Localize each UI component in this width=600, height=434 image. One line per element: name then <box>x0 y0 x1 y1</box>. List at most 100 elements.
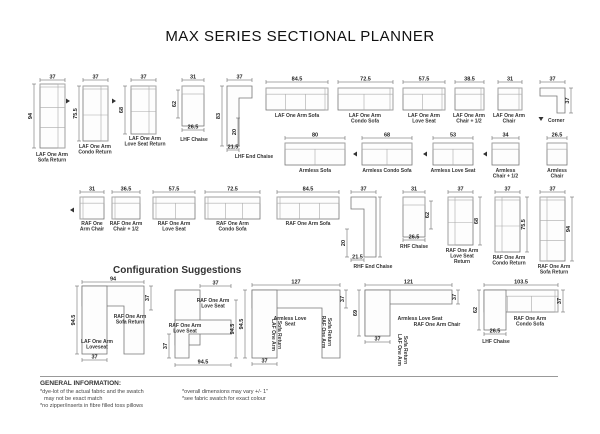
piece-label: RHF End Chaise <box>354 264 393 270</box>
laf-one-arm-love-seat-return-arm <box>130 85 157 90</box>
dim-height: 94.5 <box>239 319 245 330</box>
raf-one-arm-sofa <box>276 196 340 220</box>
dim-height: 94.5 <box>230 324 236 335</box>
dim-width: 26.5 <box>490 329 501 335</box>
laf-one-arm-love-seat-return <box>130 85 157 135</box>
piece-label: LHF End Chaise <box>235 154 274 160</box>
piece-label: Condo Return <box>492 261 525 267</box>
corner <box>539 87 566 114</box>
raf-one-arm-sofa-arm <box>276 196 281 220</box>
dim-height: 94.5 <box>71 315 77 326</box>
raf-one-arm-sofa-return-arm <box>539 196 566 201</box>
piece-label: RAF One Arm <box>493 255 526 261</box>
piece-label: Arm Chair <box>80 227 104 233</box>
piece-label: Love Seat <box>412 119 436 125</box>
piece-label: Condo Sofa <box>218 227 246 233</box>
lhf-chaise <box>181 85 205 127</box>
config-5-chaise <box>483 289 507 331</box>
laf-one-arm-sofa-return <box>39 83 66 149</box>
piece-label: RAF One Arm <box>216 221 249 227</box>
laf-one-arm-condo-return-arm <box>82 85 109 90</box>
dim-width: 26.5 <box>552 133 563 139</box>
config-label: Loveseat <box>86 345 108 351</box>
dim-width: 94.5 <box>198 360 209 366</box>
piece-label: Armless Sofa <box>299 168 331 174</box>
raf-one-arm-chair-arm <box>79 196 84 220</box>
dim-height: 62 <box>172 101 178 107</box>
dim-height: 83 <box>216 113 222 119</box>
dim-height: 62 <box>473 307 479 313</box>
dim-height: 68 <box>119 107 125 113</box>
piece-label: Love Seat Return <box>124 142 165 148</box>
piece-label: RAF One Arm <box>158 221 191 227</box>
dim-width: 103.5 <box>514 280 528 286</box>
piece-label: Chair + 1/2 <box>493 174 519 180</box>
dim-height: 75.5 <box>521 219 527 230</box>
raf-one-arm-condo-sofa <box>204 196 261 220</box>
dim-width: 31 <box>89 187 95 193</box>
armless-chair-half <box>491 142 520 166</box>
piece-label: RHF Chaise <box>400 244 428 250</box>
config-4-return <box>364 289 391 337</box>
dim-width: 37 <box>549 187 555 193</box>
config-label: RAF One Arm <box>514 316 547 322</box>
rhf-chaise <box>402 196 426 238</box>
dim-width: 37 <box>504 187 510 193</box>
piece-label: LAF One Arm Sofa <box>275 113 319 119</box>
laf-one-arm-sofa <box>265 87 329 111</box>
piece-label: RAF One Arm <box>446 248 479 254</box>
dim-width: 37 <box>360 187 366 193</box>
dim-depth: 26.5 <box>188 125 199 131</box>
raf-one-arm-condo-return <box>494 196 521 253</box>
piece-label: Sofa Return <box>38 158 66 164</box>
dim-height: 94 <box>28 112 34 119</box>
arrow-icon <box>353 151 357 157</box>
laf-one-arm-chair-half-arm <box>480 87 485 111</box>
dim-width: 38.5 <box>464 77 475 83</box>
piece-label: Chair + 1/2 <box>113 227 139 233</box>
raf-one-arm-sofa-return <box>539 196 566 262</box>
dim-height: 69 <box>353 310 359 316</box>
general-info-title: GENERAL INFORMATION: <box>40 380 122 387</box>
config-1-loveseat <box>81 285 108 355</box>
arrow-icon <box>538 117 544 121</box>
piece-label: Condo Return <box>78 150 111 156</box>
dim-depth: 37 <box>340 296 346 302</box>
config-label: Sofa Return <box>402 336 408 364</box>
info-right: *overall dimensions may vary +/- 1" *see… <box>182 389 268 403</box>
dim-width: 37 <box>457 187 463 193</box>
dim-width: 127 <box>291 280 300 286</box>
config-label: Condo Sofa <box>516 322 544 328</box>
dim-width: 37 <box>140 75 146 81</box>
piece-label: LAF One Arm <box>129 136 162 142</box>
piece-label: Corner <box>548 118 564 124</box>
config-label: LAF One Arm <box>81 339 114 345</box>
arrow-icon <box>70 207 74 213</box>
dim-depth: 37 <box>452 294 458 300</box>
config-5-condo-sofa-arm <box>554 289 559 313</box>
raf-one-arm-chair <box>79 196 105 220</box>
dim-depth: 26.5 <box>409 235 420 241</box>
dim-height: 62 <box>425 212 431 218</box>
dim-width: 37 <box>374 337 380 343</box>
laf-one-arm-condo-sofa <box>337 87 394 111</box>
raf-one-arm-love-seat-return <box>447 196 474 246</box>
page-title: MAX SERIES SECTIONAL PLANNER <box>165 28 435 45</box>
laf-one-arm-sofa-arm <box>324 87 329 111</box>
config-label: LHF Chaise <box>482 339 510 345</box>
piece-label: Chair + 1/2 <box>456 119 482 125</box>
dim-width: 94 <box>110 277 117 283</box>
dim-width: 84.5 <box>292 77 303 83</box>
raf-one-arm-chair-half-arm <box>111 196 116 220</box>
config-label: RAF One Arm <box>169 323 202 329</box>
piece-label: Love Seat <box>162 227 186 233</box>
piece-label: RAF One Arm <box>110 221 143 227</box>
armless-chair <box>546 142 568 166</box>
dim-width: 68 <box>384 133 390 139</box>
piece-label: Armless <box>547 168 567 174</box>
piece-label: LAF One Arm <box>453 113 486 119</box>
piece-label: Armless Condo Sofa <box>362 168 411 174</box>
laf-one-arm-chair-half <box>454 87 485 111</box>
config-label: LAF One Arm <box>396 334 402 367</box>
dim-height: 68 <box>474 218 480 224</box>
